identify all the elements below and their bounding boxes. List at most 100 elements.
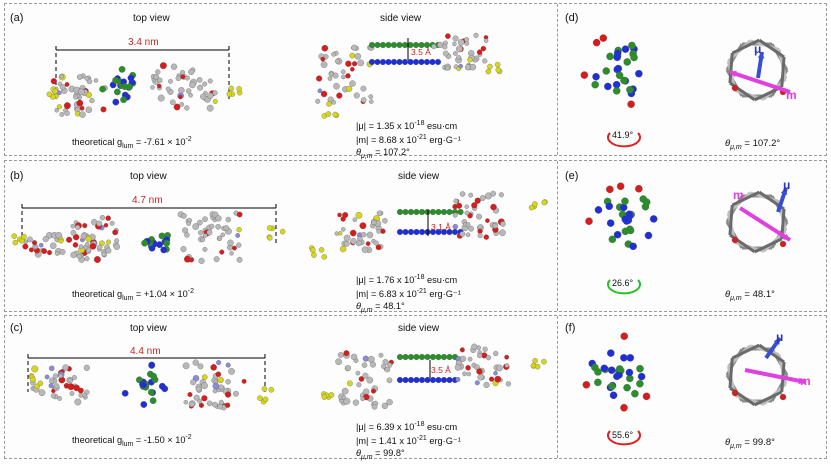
cf3-group	[236, 86, 242, 92]
core-atom	[585, 217, 593, 225]
atom	[228, 368, 235, 375]
m-vector-label-e: m	[733, 188, 744, 202]
green-layer	[413, 208, 420, 216]
panel-row-a	[4, 3, 827, 156]
atom	[192, 223, 200, 230]
atom	[465, 365, 471, 371]
atom	[456, 45, 463, 53]
green-layer	[402, 208, 409, 216]
atom	[74, 398, 82, 406]
m-vector-arrow	[730, 70, 737, 78]
atom	[335, 358, 342, 366]
atom	[360, 85, 367, 92]
cf3-group	[494, 61, 501, 68]
atom	[180, 69, 186, 76]
atom	[106, 239, 111, 245]
atom	[476, 49, 483, 55]
atom	[105, 215, 111, 221]
atom	[366, 231, 374, 239]
atom	[100, 106, 107, 113]
core-atom	[594, 206, 603, 214]
cf3-group	[268, 387, 275, 393]
atom	[342, 212, 349, 218]
atom	[349, 229, 357, 237]
atom	[465, 232, 471, 238]
cf3-group	[52, 88, 59, 95]
atom	[215, 223, 221, 230]
atom	[355, 370, 361, 376]
atom	[59, 111, 65, 117]
atom	[159, 62, 167, 70]
atom	[382, 218, 388, 224]
cf3-group	[495, 67, 502, 73]
atom	[187, 392, 193, 398]
atom	[479, 195, 486, 202]
atom	[113, 243, 120, 250]
core-atom	[149, 397, 157, 405]
atom	[338, 231, 343, 236]
blue-layer	[435, 376, 442, 384]
atom	[52, 378, 58, 384]
atom	[197, 398, 203, 404]
atom	[343, 397, 351, 405]
core-atom	[113, 88, 121, 96]
atom	[85, 235, 92, 243]
atom	[315, 98, 321, 104]
core-atom	[623, 58, 631, 66]
blue-layer	[429, 376, 437, 384]
atom	[31, 365, 39, 373]
atom	[49, 365, 55, 371]
core-atom	[148, 361, 156, 369]
m-vector-label-d: m	[786, 88, 797, 102]
core-atom	[637, 372, 646, 381]
cf3-group	[326, 101, 332, 107]
atom	[456, 202, 463, 209]
atom	[386, 398, 393, 406]
rotation-arrow-icon	[607, 279, 641, 295]
atom	[345, 365, 351, 371]
atom	[235, 233, 241, 238]
cf3-group	[11, 233, 17, 239]
core-atom	[626, 354, 635, 362]
atom	[84, 256, 90, 262]
atom	[492, 223, 498, 229]
cf3-group	[532, 357, 538, 364]
blue-layer	[407, 376, 415, 384]
atom	[477, 228, 483, 234]
atom	[490, 190, 497, 197]
atom	[52, 373, 59, 379]
atom	[173, 103, 181, 111]
atom	[225, 402, 231, 408]
mu-vector-arrow	[757, 52, 765, 59]
atom	[371, 219, 377, 226]
blue-layer	[423, 58, 431, 66]
theta-label-f: θμ,m = 99.8°	[725, 437, 775, 450]
atom	[78, 88, 85, 96]
blue-layer	[402, 228, 409, 236]
atom	[202, 246, 208, 252]
panel-label-e: (e)	[565, 170, 579, 182]
atom	[96, 220, 103, 227]
core-atom	[602, 67, 610, 75]
atom	[471, 202, 478, 209]
atom	[73, 384, 80, 392]
core-atom	[599, 34, 608, 42]
atom	[198, 230, 204, 236]
atom	[195, 386, 202, 393]
atom	[454, 364, 462, 371]
atom	[56, 104, 62, 110]
atom	[452, 223, 459, 230]
atom	[32, 240, 38, 246]
blue-layer	[412, 58, 420, 66]
atom	[368, 94, 374, 100]
atom	[464, 204, 469, 209]
atom	[241, 378, 247, 384]
dipole-caption-b: |μ| = 1.76 x 10-18 esu·cm |m| = 6.83 x 1…	[356, 274, 461, 314]
core-atom	[592, 72, 600, 81]
core-atom	[608, 382, 616, 391]
core-atom	[626, 86, 634, 94]
atom	[341, 74, 346, 80]
core-atom	[606, 52, 614, 61]
atom	[169, 99, 176, 106]
atom	[196, 77, 203, 83]
